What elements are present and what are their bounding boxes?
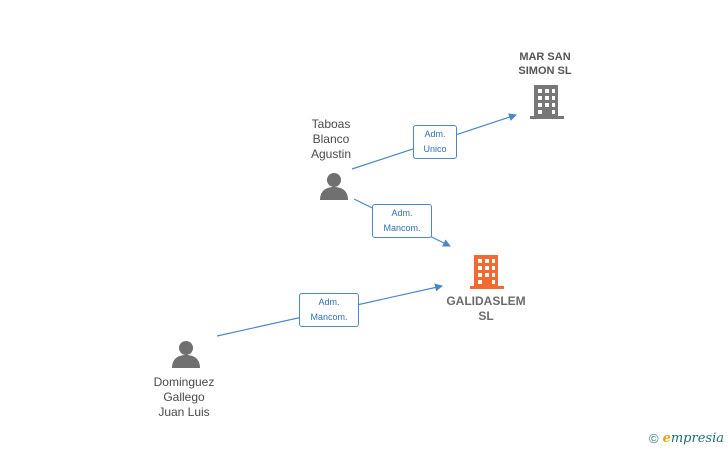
node-label-taboas-blanco-agustin: Taboas Blanco Agustin — [310, 117, 352, 161]
person-icon[interactable] — [171, 339, 201, 369]
copyright-icon: © — [648, 431, 659, 446]
node-label-mar-san-simon: MAR SAN SIMON SL — [518, 51, 572, 77]
edge-label-adm-mancom-taboas[interactable]: Adm. Mancom. — [372, 204, 432, 238]
edge-label-adm-unico[interactable]: Adm. Unico — [413, 125, 457, 159]
building-icon[interactable] — [470, 254, 504, 290]
person-icon[interactable] — [319, 171, 349, 201]
node-label-dominguez-gallego-juan-luis: Dominguez Gallego Juan Luis — [153, 375, 215, 419]
edge-label-adm-mancom-dominguez[interactable]: Adm. Mancom. — [299, 293, 359, 327]
node-label-galidaslem-sl: GALIDASLEM SL — [446, 294, 526, 323]
building-icon[interactable] — [530, 84, 564, 120]
brand-logo: empresia — [662, 431, 724, 446]
empresia-watermark: © empresia — [649, 431, 724, 446]
